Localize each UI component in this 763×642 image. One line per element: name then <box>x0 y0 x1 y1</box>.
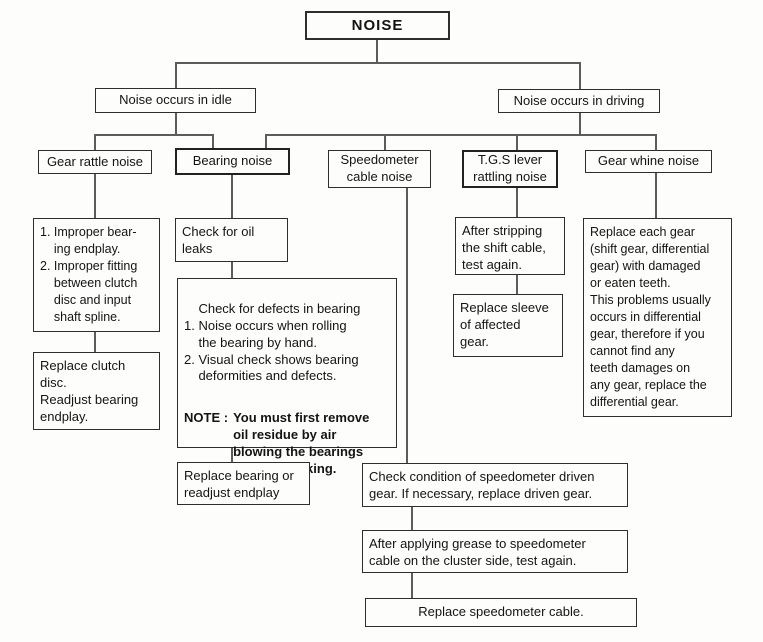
node-speedometer-cable-noise: Speedometer cable noise <box>328 150 431 188</box>
connector-oil-defects <box>231 262 233 278</box>
connector-gear-whine-drop <box>655 134 657 151</box>
connector-tgs-drop <box>516 134 518 151</box>
connector-top-horizontal <box>175 62 581 64</box>
node-noise-idle: Noise occurs in idle <box>95 88 256 113</box>
node-noise-root: NOISE <box>305 11 450 40</box>
connector-idle-horizontal <box>94 134 214 136</box>
bearing-note-label: NOTE : <box>184 410 229 426</box>
connector-idle-drop <box>175 62 177 89</box>
tgs-label: T.G.S lever rattling noise <box>473 152 547 184</box>
idle-label: Noise occurs in idle <box>119 92 232 108</box>
bearing-label: Bearing noise <box>192 153 273 169</box>
speedometer-label: Speedometer cable noise <box>340 152 419 184</box>
node-gear-whine-fix: Replace each gear (shift gear, different… <box>583 218 732 417</box>
connector-tgs-step1 <box>516 188 518 217</box>
node-tgs-fix: Replace sleeve of affected gear. <box>453 294 563 357</box>
connector-bearing-oil <box>231 175 233 218</box>
node-bearing-noise: Bearing noise <box>175 148 290 175</box>
connector-bearing-drop-right <box>265 134 267 149</box>
node-bearing-fix: Replace bearing or readjust endplay <box>177 462 310 505</box>
bearing-defects-text: Check for defects in bearing 1. Noise oc… <box>184 300 361 384</box>
node-tgs-step1: After stripping the shift cable, test ag… <box>455 217 565 275</box>
node-bearing-check-oil: Check for oil leaks <box>175 218 288 262</box>
node-speedometer-step1: Check condition of speedometer driven ge… <box>362 463 628 507</box>
node-speedometer-fix: Replace speedometer cable. <box>365 598 637 627</box>
gear-rattle-label: Gear rattle noise <box>46 153 144 169</box>
node-gear-whine-noise: Gear whine noise <box>585 150 712 173</box>
connector-root-drop <box>376 40 378 63</box>
node-gear-rattle-causes: 1. Improper bear- ing endplay. 2. Improp… <box>33 218 160 332</box>
node-tgs-lever-rattling-noise: T.G.S lever rattling noise <box>462 150 558 188</box>
speedometer-fix-label: Replace speedometer cable. <box>418 604 584 620</box>
connector-bearing-drop-left <box>212 134 214 149</box>
gear-whine-label: Gear whine noise <box>597 153 700 169</box>
connector-speedo-fix <box>411 573 413 598</box>
node-gear-rattle-fix: Replace clutch disc. Readjust bearing en… <box>33 352 160 430</box>
connector-speedometer-drop <box>384 134 386 151</box>
connector-tgs-fix <box>516 275 518 294</box>
connector-gear-rattle-drop <box>94 134 96 151</box>
connector-idle-stem <box>175 113 177 134</box>
node-speedometer-step2: After applying grease to speedometer cab… <box>362 530 628 573</box>
connector-speedo-step2 <box>411 507 413 530</box>
connector-whine-fix <box>655 173 657 218</box>
connector-rattle-fix <box>94 332 96 352</box>
connector-speedo-long <box>406 188 408 463</box>
connector-driving-drop <box>579 62 581 90</box>
driving-label: Noise occurs in driving <box>513 92 645 108</box>
connector-driving-stem <box>579 113 581 134</box>
node-bearing-check-defects: Check for defects in bearing 1. Noise oc… <box>177 278 397 476</box>
root-label: NOISE <box>351 16 404 34</box>
node-noise-driving: Noise occurs in driving <box>498 89 660 113</box>
connector-defects-fix <box>231 448 233 462</box>
connector-driving-horizontal <box>265 134 657 136</box>
node-gear-rattle-noise: Gear rattle noise <box>38 150 152 174</box>
connector-rattle-causes <box>94 174 96 218</box>
